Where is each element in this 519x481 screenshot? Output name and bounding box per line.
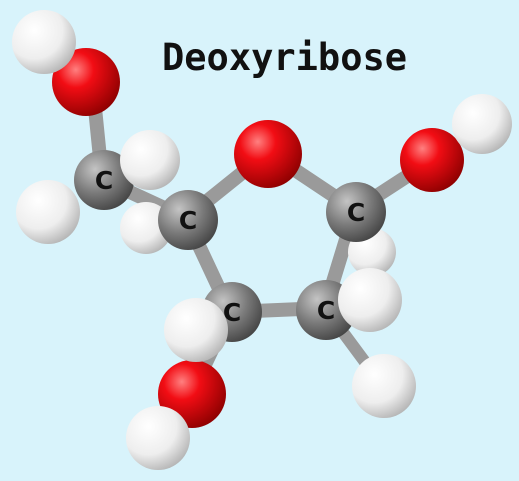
oxygen-atom-c5-hydroxyl bbox=[52, 48, 120, 116]
carbon-atom-c5: C bbox=[74, 150, 134, 210]
hydrogen-atom-o3 bbox=[126, 406, 190, 470]
hydrogen-atom-c2-bottom bbox=[352, 354, 416, 418]
carbon-label-c5: C bbox=[95, 166, 113, 195]
oxygen-atom-ring bbox=[234, 120, 302, 188]
carbon-label-c3: C bbox=[223, 298, 241, 327]
page-title: Deoxyribose bbox=[162, 36, 407, 79]
hydrogen-atom-o5 bbox=[12, 10, 76, 74]
carbon-label-c4: C bbox=[179, 206, 197, 235]
hydrogen-atom-c5-right bbox=[120, 130, 180, 190]
hydrogen-atom-c5-left bbox=[16, 180, 80, 244]
carbon-atom-c4: C bbox=[158, 190, 218, 250]
carbon-label-c2: C bbox=[317, 296, 335, 325]
hydrogen-atom-c2-top bbox=[338, 268, 402, 332]
hydrogen-atom-c3 bbox=[164, 298, 228, 362]
hydroxyl-hydrogens bbox=[12, 10, 512, 470]
hydrogen-atom-o1 bbox=[452, 94, 512, 154]
carbon-label-c1: C bbox=[347, 198, 365, 227]
carbon-atom-c1: C bbox=[326, 182, 386, 242]
atoms-front bbox=[16, 130, 416, 418]
oxygen-atom-c1-hydroxyl bbox=[400, 128, 464, 192]
